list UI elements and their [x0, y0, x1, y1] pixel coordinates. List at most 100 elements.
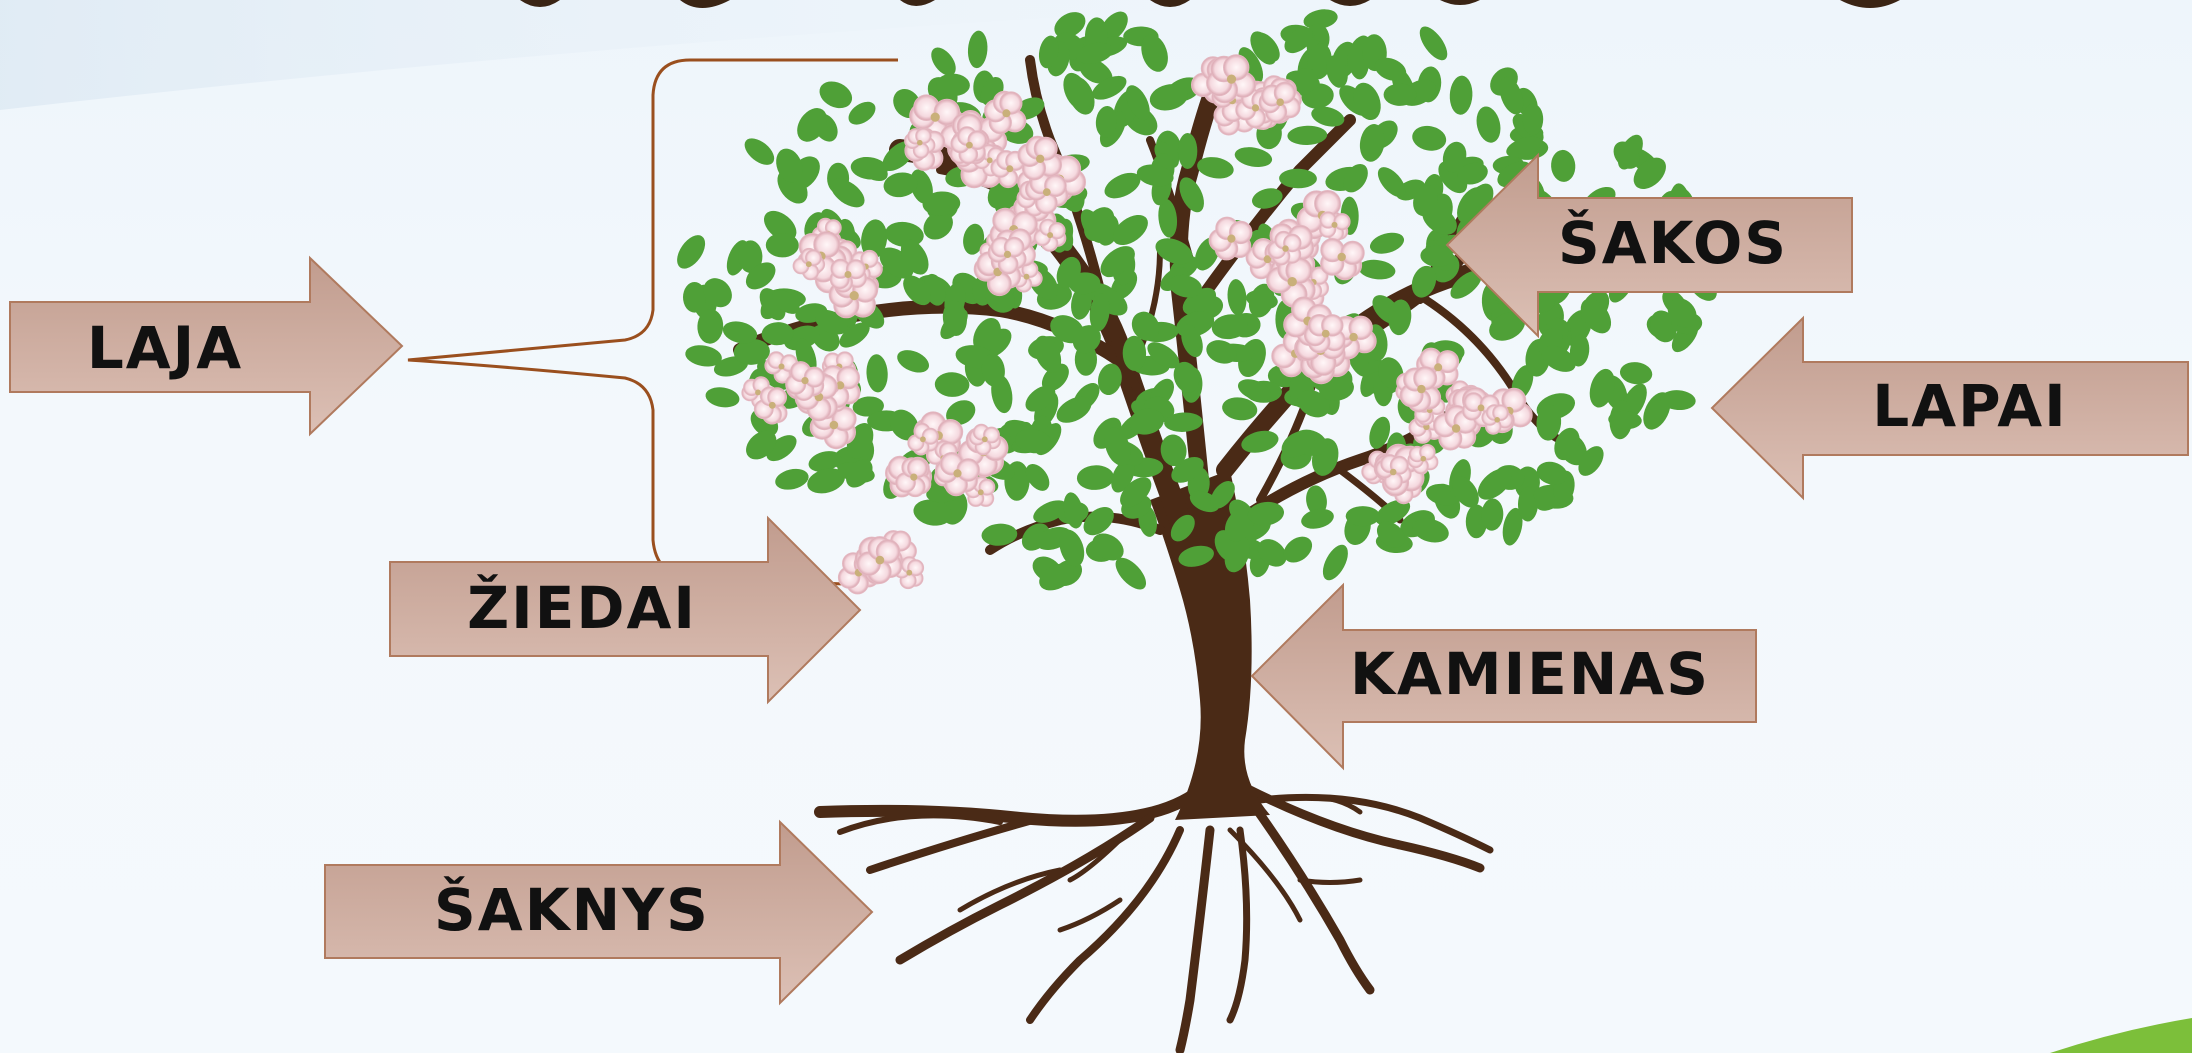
leaf — [1164, 412, 1203, 432]
leaf — [745, 262, 776, 290]
leaf — [683, 282, 706, 313]
leaf — [1025, 463, 1050, 491]
blossom — [1303, 314, 1346, 354]
leaf — [1222, 397, 1258, 421]
leaf — [861, 219, 888, 259]
leaf — [1178, 545, 1214, 567]
leaf — [1197, 157, 1234, 179]
leaf — [839, 322, 870, 348]
leaf — [946, 400, 976, 426]
leaf — [852, 396, 884, 417]
leaf — [1369, 416, 1391, 449]
leaf — [1067, 76, 1095, 115]
leaf — [1120, 477, 1152, 508]
leaf — [685, 345, 722, 367]
label-sakos: ŠAKOS — [1558, 208, 1788, 277]
leaf — [1129, 408, 1164, 435]
leaf — [1141, 34, 1168, 72]
leaf — [1252, 188, 1283, 209]
leaf — [1450, 270, 1482, 299]
leaf — [1181, 324, 1203, 358]
leaf — [1322, 544, 1348, 581]
leaf — [1608, 410, 1642, 430]
leaf — [1160, 434, 1187, 467]
leaf — [703, 278, 732, 308]
leaf — [1449, 75, 1473, 115]
leaf — [1375, 499, 1411, 526]
blossom — [828, 272, 879, 319]
blossom — [1319, 211, 1351, 242]
leaf — [1056, 396, 1092, 423]
leaf — [1633, 157, 1666, 189]
leaf — [1173, 361, 1200, 393]
leaf — [1541, 345, 1576, 372]
leaf — [1238, 47, 1264, 84]
leaf — [903, 275, 932, 306]
leaf — [765, 232, 799, 258]
leaf — [1420, 245, 1454, 267]
leaf — [1376, 521, 1405, 548]
label-saknys: ŠAKNYS — [434, 875, 710, 944]
leaf — [1112, 214, 1148, 246]
leaf — [1227, 279, 1247, 316]
leaf — [846, 459, 873, 488]
label-kamienas: KAMIENAS — [1350, 640, 1710, 708]
leaf — [1089, 293, 1110, 332]
leaf — [889, 409, 919, 441]
leaf — [1147, 342, 1180, 369]
leaf — [1667, 298, 1697, 328]
blossom — [1399, 366, 1442, 413]
leaf — [1238, 379, 1272, 401]
leaf — [1234, 147, 1273, 168]
leaf — [766, 435, 797, 462]
leaf — [677, 235, 706, 269]
label-lapai: LAPAI — [1872, 372, 2068, 440]
leaf — [1177, 133, 1198, 169]
leaf — [1076, 465, 1114, 490]
roots — [814, 784, 1494, 1053]
leaf — [746, 430, 777, 460]
leaf — [1179, 177, 1204, 213]
leaf — [1158, 198, 1178, 238]
leaf — [1170, 514, 1195, 542]
leaf — [1506, 136, 1542, 158]
cropped-title-fragments — [520, 0, 1900, 8]
blossom — [1017, 135, 1062, 181]
leaf — [1554, 427, 1580, 461]
leaf — [1377, 167, 1406, 198]
leaf — [1522, 103, 1544, 136]
leaf — [763, 210, 797, 241]
leaf — [1149, 84, 1189, 111]
leaf — [1092, 75, 1127, 100]
leaf — [866, 354, 888, 393]
blossom — [895, 457, 932, 498]
blossom — [1407, 444, 1439, 475]
leaf — [1097, 363, 1122, 396]
leaf — [1136, 164, 1174, 187]
leaf — [1056, 256, 1081, 289]
leaf — [1452, 476, 1479, 508]
leaf — [1281, 430, 1315, 458]
leaf — [1551, 149, 1576, 182]
blossom — [753, 386, 788, 425]
blossom — [1258, 81, 1301, 123]
leaf — [1517, 486, 1539, 522]
leaf — [1279, 168, 1317, 189]
arrow-sakos-shape — [1445, 152, 1853, 339]
leaf — [1284, 27, 1313, 54]
leaf — [967, 30, 988, 69]
arrow-lapai: LAPAI — [1710, 315, 2189, 501]
background-sweep — [0, 0, 1400, 110]
leaf — [1122, 335, 1147, 371]
leaf — [923, 211, 953, 240]
leaf — [1569, 334, 1590, 367]
arrow-kamienas: KAMIENAS — [1250, 582, 1757, 771]
leaf — [1206, 340, 1237, 364]
leaf — [1613, 141, 1640, 169]
label-ziedai: ŽIEDAI — [467, 573, 697, 642]
leaf — [1210, 480, 1235, 509]
leaf — [1131, 311, 1160, 341]
blossom — [1481, 404, 1514, 435]
leaf — [981, 523, 1018, 546]
